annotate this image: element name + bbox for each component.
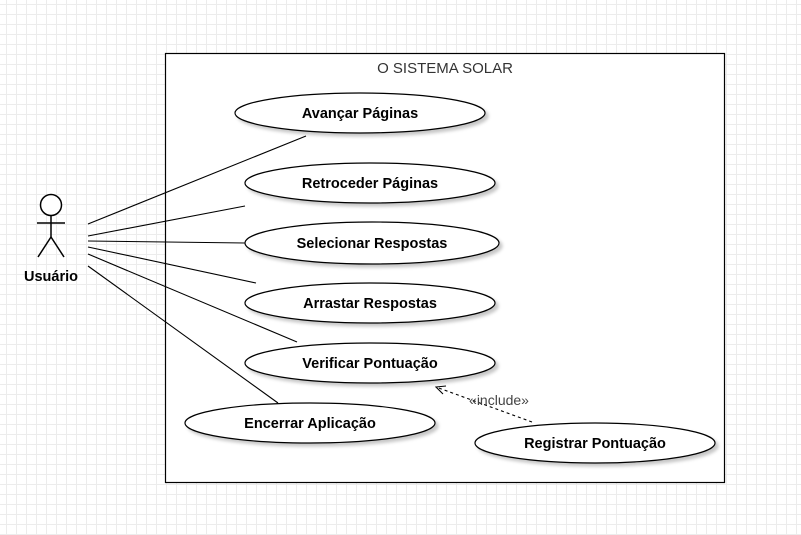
- use-case-label: Encerrar Aplicação: [244, 416, 376, 432]
- assoc-line-retroceder[interactable]: [87, 205, 246, 237]
- include-dashed-line: [435, 386, 533, 423]
- use-case-avancar-paginas[interactable]: Avançar Páginas: [234, 92, 486, 134]
- actor-label: Usuário: [24, 269, 78, 285]
- use-case-retroceder-paginas[interactable]: Retroceder Páginas: [244, 162, 496, 204]
- use-case-shape: [244, 282, 496, 324]
- use-case-label: Arrastar Respostas: [303, 296, 437, 312]
- include-relation[interactable]: «include»: [434, 385, 533, 423]
- system-title: O SISTEMA SOLAR: [377, 60, 513, 77]
- assoc-line-verificar[interactable]: [87, 253, 298, 343]
- use-case-shape: [244, 162, 496, 204]
- use-case-shape: [474, 422, 716, 464]
- use-case-label: Avançar Páginas: [302, 106, 418, 122]
- use-case-verificar-pontuacao[interactable]: Verificar Pontuação: [244, 342, 496, 384]
- use-case-arrastar-respostas[interactable]: Arrastar Respostas: [244, 282, 496, 324]
- include-label: «include»: [469, 392, 529, 408]
- use-case-label: Selecionar Respostas: [297, 236, 448, 252]
- use-case-label: Registrar Pontuação: [524, 436, 666, 452]
- use-case-shape: [244, 342, 496, 384]
- assoc-line-arrastar[interactable]: [87, 246, 257, 284]
- assoc-line-encerrar[interactable]: [87, 265, 279, 404]
- use-case-label: Retroceder Páginas: [302, 176, 438, 192]
- use-case-label: Verificar Pontuação: [302, 356, 438, 372]
- actor-stick-figure-icon[interactable]: [37, 193, 65, 258]
- assoc-line-selecionar[interactable]: [87, 240, 246, 244]
- use-case-shape: [244, 221, 500, 265]
- use-case-shape: [184, 402, 436, 444]
- use-case-shape: [234, 92, 486, 134]
- association-lines: [87, 135, 307, 404]
- use-case-registrar-pontuacao[interactable]: Registrar Pontuação: [474, 422, 716, 464]
- assoc-line-avancar[interactable]: [87, 135, 307, 225]
- use-case-selecionar-respostas[interactable]: Selecionar Respostas: [244, 221, 500, 265]
- arrow-head-icon: [434, 385, 447, 395]
- use-case-encerrar-aplicacao[interactable]: Encerrar Aplicação: [184, 402, 436, 444]
